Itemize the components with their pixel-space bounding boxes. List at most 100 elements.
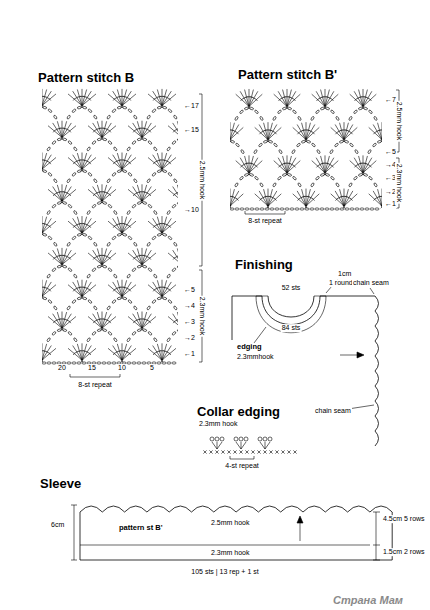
stitch-mark — [315, 110, 320, 115]
stitch-mark — [297, 191, 306, 206]
stitch-mark — [73, 346, 82, 360]
stitch-mark — [175, 192, 178, 194]
stitch-mark — [106, 192, 109, 194]
stitch-mark — [133, 178, 137, 183]
stitch-mark — [173, 314, 178, 328]
stitch-mark — [88, 317, 102, 329]
stitch-mark — [157, 362, 161, 364]
chart-label: 2.3mmhook — [236, 353, 275, 361]
stitch-mark — [162, 282, 171, 296]
stitch-mark — [67, 115, 71, 120]
stitch-mark — [53, 178, 57, 183]
stitch-mark — [325, 91, 334, 106]
stitch-mark — [363, 89, 364, 106]
stitch-mark — [161, 233, 164, 236]
stitch-mark — [314, 296, 326, 297]
stitch-mark — [373, 124, 382, 139]
chart-label: 2 rows — [403, 548, 426, 556]
stitch-mark — [312, 132, 314, 135]
stitch-mark — [233, 197, 236, 199]
stitch-mark — [82, 217, 87, 233]
stitch-mark — [68, 331, 73, 335]
stitch-mark — [133, 257, 135, 260]
stitch-mark — [370, 208, 374, 210]
stitch-mark — [297, 182, 301, 187]
stitch-mark — [230, 206, 231, 209]
stitch-mark — [360, 208, 364, 210]
stitch-mark — [73, 337, 77, 342]
stitch-mark — [249, 90, 253, 107]
stitch-mark — [137, 362, 141, 364]
stitch-mark — [86, 287, 89, 289]
stitch-mark — [172, 331, 177, 335]
stitch-mark — [325, 208, 329, 210]
stitch-mark — [141, 328, 144, 331]
stitch-mark — [46, 224, 49, 226]
stitch-mark — [71, 505, 77, 506]
chart-label: ←5 — [183, 286, 196, 294]
stitch-mark — [71, 560, 77, 561]
stitch-mark — [269, 450, 272, 453]
stitch-mark — [157, 153, 162, 169]
stitch-mark — [122, 155, 131, 169]
stitch-mark — [53, 187, 62, 201]
stitch-mark — [62, 253, 76, 265]
stitch-mark — [122, 153, 127, 169]
stitch-mark — [221, 450, 224, 453]
stitch-mark — [329, 149, 333, 154]
stitch-mark — [132, 331, 137, 335]
stitch-mark — [254, 110, 259, 115]
stitch-mark — [147, 115, 151, 120]
stitch-mark — [300, 522, 301, 541]
stitch-mark — [227, 450, 230, 453]
stitch-mark — [101, 201, 104, 204]
stitch-mark — [162, 344, 167, 360]
stitch-mark — [128, 189, 142, 201]
stitch-mark — [122, 89, 123, 106]
stitch-mark — [173, 187, 178, 201]
stitch-mark — [252, 97, 255, 99]
stitch-mark — [343, 139, 346, 142]
stitch-mark — [161, 105, 164, 108]
stitch-mark — [129, 98, 131, 101]
stitch-mark — [305, 206, 308, 209]
stitch-mark — [126, 97, 129, 99]
stitch-mark — [234, 116, 238, 121]
stitch-mark — [102, 312, 103, 329]
stitch-mark — [287, 90, 291, 107]
stitch-mark — [350, 198, 352, 201]
stitch-mark — [263, 437, 267, 441]
stitch-mark — [148, 348, 162, 360]
stitch-mark — [217, 442, 218, 449]
stitch-mark — [310, 116, 314, 121]
stitch-mark — [69, 320, 71, 323]
stitch-mark — [350, 208, 354, 210]
stitch-mark — [109, 130, 111, 133]
stitch-mark — [350, 94, 363, 106]
stitch-mark — [122, 153, 123, 170]
stitch-mark — [48, 253, 62, 265]
stitch-mark — [283, 156, 287, 173]
stitch-mark — [153, 337, 157, 342]
stitch-mark — [168, 189, 178, 201]
stitch-mark — [230, 191, 239, 206]
section-title: Pattern stitch B — [38, 71, 134, 85]
stitch-mark — [102, 121, 107, 137]
stitch-mark — [344, 189, 348, 206]
stitch-mark — [232, 296, 375, 340]
stitch-mark — [137, 312, 142, 328]
stitch-mark — [240, 208, 244, 210]
stitch-mark — [148, 285, 162, 297]
stitch-mark — [133, 314, 142, 328]
stitch-mark — [62, 121, 63, 138]
stitch-mark — [177, 185, 178, 201]
stitch-mark — [108, 348, 122, 360]
stitch-mark — [366, 97, 369, 99]
stitch-mark — [142, 185, 147, 201]
stitch-mark — [363, 91, 372, 106]
stitch-mark — [235, 208, 239, 210]
stitch-mark — [152, 299, 157, 303]
chart-label: 2.3mm hook — [198, 420, 239, 428]
stitch-mark — [265, 442, 266, 449]
stitch-mark — [278, 149, 282, 154]
